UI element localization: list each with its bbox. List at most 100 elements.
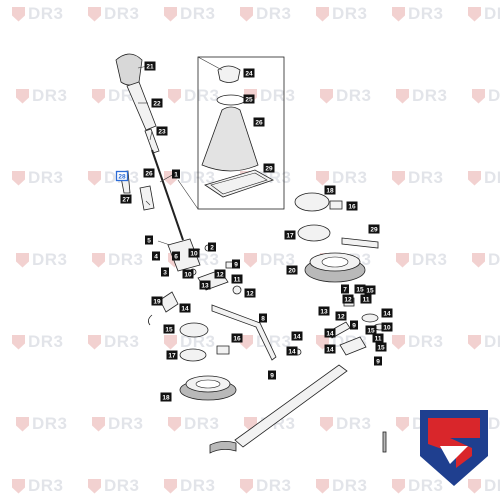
callout-box: [341, 284, 349, 294]
callout-box: [144, 61, 156, 71]
callout-box: [354, 284, 366, 294]
callout-label: 10: [190, 250, 198, 257]
callout-label: 12: [337, 313, 345, 320]
callout-26b: 26: [143, 168, 155, 178]
callout-13b: 13: [318, 306, 330, 316]
callout-24: 24: [243, 68, 255, 78]
callout-box: [152, 251, 160, 261]
bush-15-left: [179, 322, 209, 338]
gear-change-rod: [234, 364, 348, 448]
callout-label: 16: [348, 203, 356, 210]
callout-label: 26: [255, 119, 263, 126]
callout-box: [231, 333, 243, 343]
callout-box: [145, 235, 153, 245]
callout-label: 14: [293, 333, 301, 340]
callout-label: 14: [383, 310, 391, 317]
callout-box: [244, 288, 256, 298]
callout-label: 20: [288, 267, 296, 274]
callout-box: [182, 269, 194, 279]
callout-label: 11: [375, 335, 382, 342]
callout-29b: 29: [368, 224, 380, 234]
callout-label: 15: [366, 287, 374, 294]
callout-label: 10: [383, 324, 391, 331]
callout-label: 24: [245, 70, 253, 77]
callout-label: 18: [162, 394, 170, 401]
callout-label: 3: [163, 269, 167, 276]
callout-label: 15: [377, 344, 385, 351]
lever-bracket: [139, 185, 155, 211]
spacer-16-left: [216, 345, 230, 355]
knob-boot: [126, 81, 157, 131]
callout-label: 9: [270, 372, 274, 379]
callout-18a: 18: [324, 185, 336, 195]
callout-21: 21: [144, 61, 156, 71]
callout-label: 9: [352, 322, 356, 329]
callout-13a: 13: [199, 280, 211, 290]
callout-29: 29: [263, 163, 275, 173]
callout-box: [318, 306, 330, 316]
callout-box: [214, 269, 226, 279]
callout-box: [324, 344, 336, 354]
callout-11c: 11: [372, 333, 384, 343]
callout-box: [199, 280, 211, 290]
callout-box: [364, 285, 376, 295]
callout-label: 23: [158, 128, 166, 135]
callout-box: [172, 251, 180, 261]
callout-label: 12: [344, 296, 352, 303]
callout-2: 2: [208, 242, 216, 252]
callout-7: 7: [341, 284, 349, 294]
callout-1: 1: [172, 169, 180, 179]
callout-box: [381, 322, 393, 332]
callout-label: 27: [122, 196, 130, 203]
callout-box: [188, 248, 200, 258]
callout-label: 14: [326, 330, 334, 337]
callout-16b: 16: [231, 333, 243, 343]
washer-11: [361, 313, 379, 323]
callout-14e: 14: [324, 328, 336, 338]
callout-10c: 10: [381, 322, 393, 332]
callout-label: 11: [234, 276, 241, 283]
callout-box: [381, 308, 393, 318]
callout-9d: 9: [374, 356, 382, 366]
callout-box: [166, 350, 178, 360]
callout-label: 26: [145, 170, 153, 177]
callout-label: 4: [154, 253, 158, 260]
gaiter-clip: [216, 94, 246, 106]
inset-detail-frame: [197, 56, 285, 210]
callout-box: [259, 313, 267, 323]
callout-label: 2: [210, 244, 214, 251]
callout-box: [375, 342, 387, 352]
callout-26: 26: [253, 117, 265, 127]
callout-9c: 9: [350, 320, 358, 330]
callout-9b: 9: [268, 370, 276, 380]
callout-15d: 15: [365, 325, 377, 335]
callout-box: [284, 230, 296, 240]
callout-label: 25: [245, 96, 253, 103]
callout-box: [120, 194, 132, 204]
callout-box: [374, 356, 382, 366]
callout-16a: 16: [346, 201, 358, 211]
callout-17a: 17: [284, 230, 296, 240]
callout-label: 10: [184, 271, 192, 278]
callout-box: [243, 94, 255, 104]
callout-box: [346, 201, 358, 211]
callout-label: 1: [174, 171, 178, 178]
callout-label: 12: [216, 271, 224, 278]
callout-label: 15: [367, 327, 375, 334]
callout-label: 16: [233, 335, 241, 342]
callout-3: 3: [161, 267, 169, 277]
lever-7: [339, 336, 367, 356]
callout-box: [286, 265, 298, 275]
callout-17b: 17: [166, 350, 178, 360]
callout-box: [143, 168, 155, 178]
callout-label: 19: [153, 298, 161, 305]
bush-15-right: [294, 192, 330, 212]
callout-18b: 18: [160, 392, 172, 402]
callout-6: 6: [172, 251, 180, 261]
callout-15b: 15: [163, 324, 175, 334]
callout-box: [243, 68, 255, 78]
bush-17-left: [179, 348, 207, 362]
callout-11a: 11: [231, 274, 243, 284]
bolt-29: [341, 237, 379, 249]
